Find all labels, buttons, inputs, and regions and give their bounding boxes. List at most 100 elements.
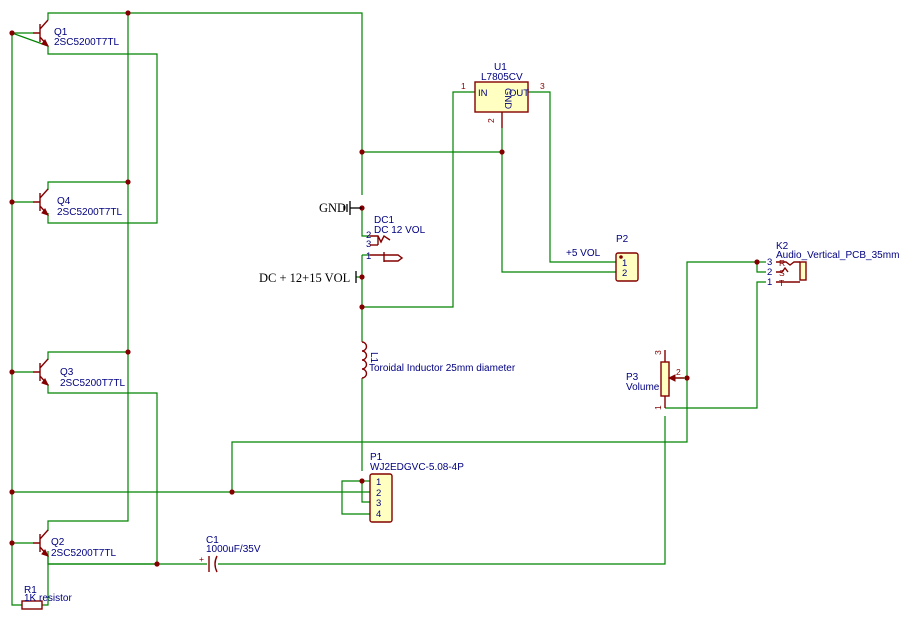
wire-reg-out [528,91,616,263]
wire-p1-pin12 [341,480,370,515]
connector-p1[interactable]: P1 WJ2EDGVC-5.08-4P 1 2 3 4 [369,452,464,523]
junction-dot [359,304,365,310]
transistor-ref: Q2 [51,537,65,548]
dc-input-label: DC + 12+15 VOL [259,271,350,285]
regulator-pin-num: 3 [540,81,545,91]
junction-dot [125,349,131,355]
dcjack-ref: DC1 [374,215,394,226]
transistor-value: 2SC5200T7TL [60,378,125,389]
p1-pin: 3 [376,498,381,509]
regulator-value: L7805CV [481,72,523,83]
audio-jack-k2[interactable]: K2 Audio_Vertical_PCB_35mm 3 2 1 R S T [767,241,899,288]
pot-pin-num: 1 [653,405,663,410]
transistor-ref: Q3 [60,367,74,378]
junction-dot [9,540,15,546]
transistor-value: 2SC5200T7TL [54,37,119,48]
regulator-pin-num: 2 [486,118,496,123]
junction-dot [125,10,131,16]
transistor-ref: Q1 [54,27,68,38]
k2-pin-name: T [779,278,784,288]
junction-dot [9,369,15,375]
junction-dot [359,149,365,155]
k2-pin: 1 [767,277,772,288]
wire-q4-collector [47,181,128,190]
p1-pin: 2 [376,488,381,499]
potentiometer-p3[interactable]: 3 2 1 P3 Volume [626,350,684,410]
p1-pin: 1 [376,477,381,488]
junction-dot [9,489,15,495]
wire-jack-r2 [756,262,766,273]
p1-value: WJ2EDGVC-5.08-4P [370,462,464,473]
junction-dot [125,179,131,185]
pot-pin-num: 3 [653,350,663,355]
p1-pin: 4 [376,509,381,520]
wire-gnd-line [362,128,503,153]
transistor-q3[interactable]: Q3 2SC5200T7TL [33,358,125,389]
transistor-q1[interactable]: Q1 2SC5200T7TL [33,19,119,48]
regulator-pin-out: OUT [509,88,529,99]
junction-dot [754,259,760,265]
capacitor-polarity: + [199,554,204,564]
resistor-value: 1K resistor [24,593,72,604]
junction-dot [229,489,235,495]
wire-audio-bus [231,261,757,492]
pot-ref: P3 [626,372,639,383]
wire-top-bus [47,12,363,195]
pot-value: Volume [626,382,660,393]
junction-dot [359,274,365,280]
wire-q3-collector [47,351,128,360]
wire-collector-rail [47,13,129,531]
dc-input-symbol: DC + 12+15 VOL [259,271,357,285]
k2-pin: 3 [767,257,772,268]
inductor-value: Toroidal Inductor 25mm diameter [369,363,516,374]
wire-p1-pin3 [361,481,370,503]
k2-pin: 2 [767,267,772,278]
junction-dot [359,478,365,484]
p2-ref: P2 [616,234,629,245]
dcjack-pin-num: 2 [366,230,371,241]
pot-pin-num: 2 [676,367,681,377]
k2-ref: K2 [776,241,789,252]
wire-cap-right [218,416,666,565]
wire-jack-pin2 [361,208,370,237]
connector-p2[interactable]: P2 1 2 +5 VOL [566,234,639,282]
junction-dot [684,375,690,381]
k2-pin-name: R [779,258,785,268]
dcjack-pin-num: 3 [366,239,371,250]
wire-jack-sleeve [665,281,766,409]
resistor-r1[interactable]: R1 1K resistor [21,585,72,610]
dc-jack-dc1[interactable]: DC1 DC 12 VOL 2 3 1 [366,215,426,262]
regulator-u1[interactable]: U1 L7805CV IN OUT GND 1 2 3 [461,62,545,128]
transistor-q4[interactable]: Q4 2SC5200T7TL [33,188,122,218]
transistor-value: 2SC5200T7TL [57,207,122,218]
inductor-ref: L1 [368,352,379,364]
regulator-pin-in: IN [478,88,488,99]
capacitor-ref: C1 [206,535,219,546]
wire-q3-emitter-bus [47,384,158,565]
resistor-ref: R1 [24,585,37,596]
wire-q1-emitter-bus [47,46,158,224]
junction-dot [9,199,15,205]
wire-dc-in [356,276,363,342]
transistor-value: 2SC5200T7TL [51,548,116,559]
transistor-q2[interactable]: Q2 2SC5200T7TL [33,529,116,559]
p2-pin: 1 [622,258,627,269]
regulator-pin-gnd: GND [502,88,513,109]
junction-dot [9,30,15,36]
junction-dot [154,561,160,567]
p2-pin: 2 [622,268,627,279]
gnd-label: GND [319,201,346,215]
junction-dot [499,149,505,155]
dcjack-pin-num: 1 [366,251,371,262]
junctions [9,10,760,567]
capacitor-c1[interactable]: + C1 1000uF/35V [199,535,261,573]
wire-r1-right [42,551,49,606]
transistor-ref: Q4 [57,196,71,207]
wire-gnd-to-p2 [501,152,616,273]
inductor-l1[interactable]: L1 Toroidal Inductor 25mm diameter [361,341,516,379]
k2-pin-name: S [779,268,785,278]
regulator-pin-num: 1 [461,81,466,91]
k2-value: Audio_Vertical_PCB_35mm [776,250,899,261]
p1-ref: P1 [370,452,383,463]
